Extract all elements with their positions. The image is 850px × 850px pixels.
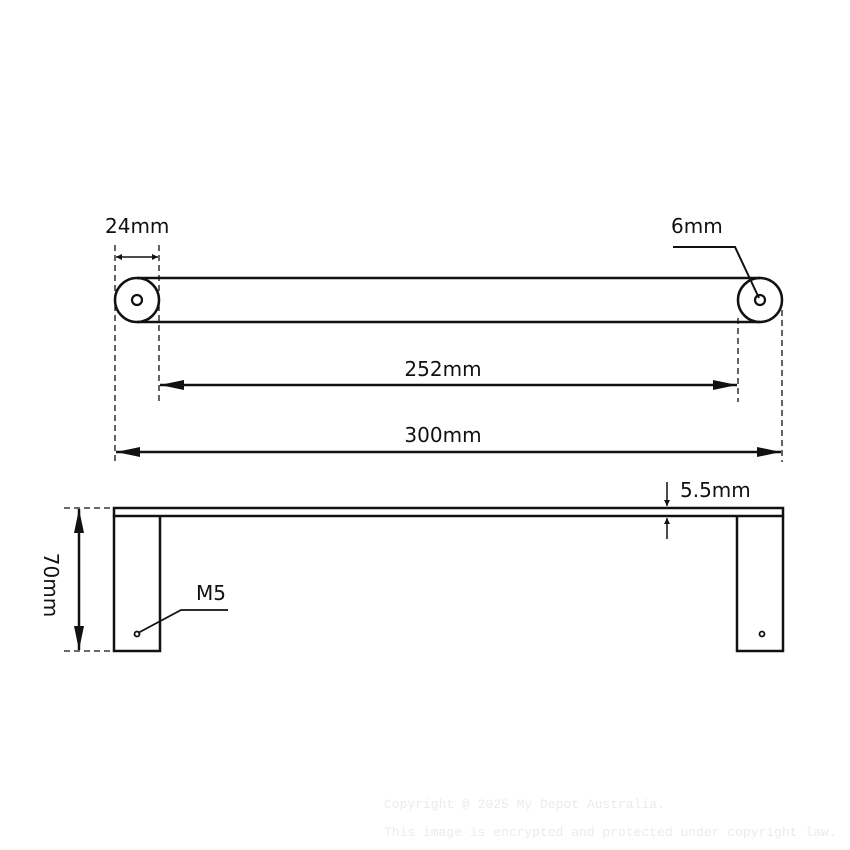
side-outline: [112, 506, 785, 653]
label-300mm: 300mm: [404, 423, 481, 447]
label-70mm: 70mm: [39, 553, 63, 617]
top-view: [113, 245, 784, 462]
right-hole-icon: [753, 293, 767, 307]
label-5.5mm: 5.5mm: [680, 478, 751, 502]
height-extension-lines: [64, 507, 113, 652]
watermark-line-2: This image is encrypted and protected un…: [384, 825, 837, 840]
label-252mm: 252mm: [404, 357, 481, 381]
side-view: [64, 482, 785, 653]
leader-6mm: [673, 246, 760, 299]
label-m5: M5: [196, 581, 226, 605]
extension-lines: [114, 245, 783, 462]
watermark-line-1: Copyright @ 2025 My Depot Australia.: [384, 797, 665, 812]
rail-outline: [113, 276, 784, 324]
label-6mm: 6mm: [671, 214, 723, 238]
left-hole-icon: [130, 293, 144, 307]
right-screw-hole-icon: [758, 630, 766, 638]
label-24mm: 24mm: [105, 214, 169, 238]
leader-m5: [137, 609, 228, 634]
left-screw-hole-icon: [133, 630, 141, 638]
